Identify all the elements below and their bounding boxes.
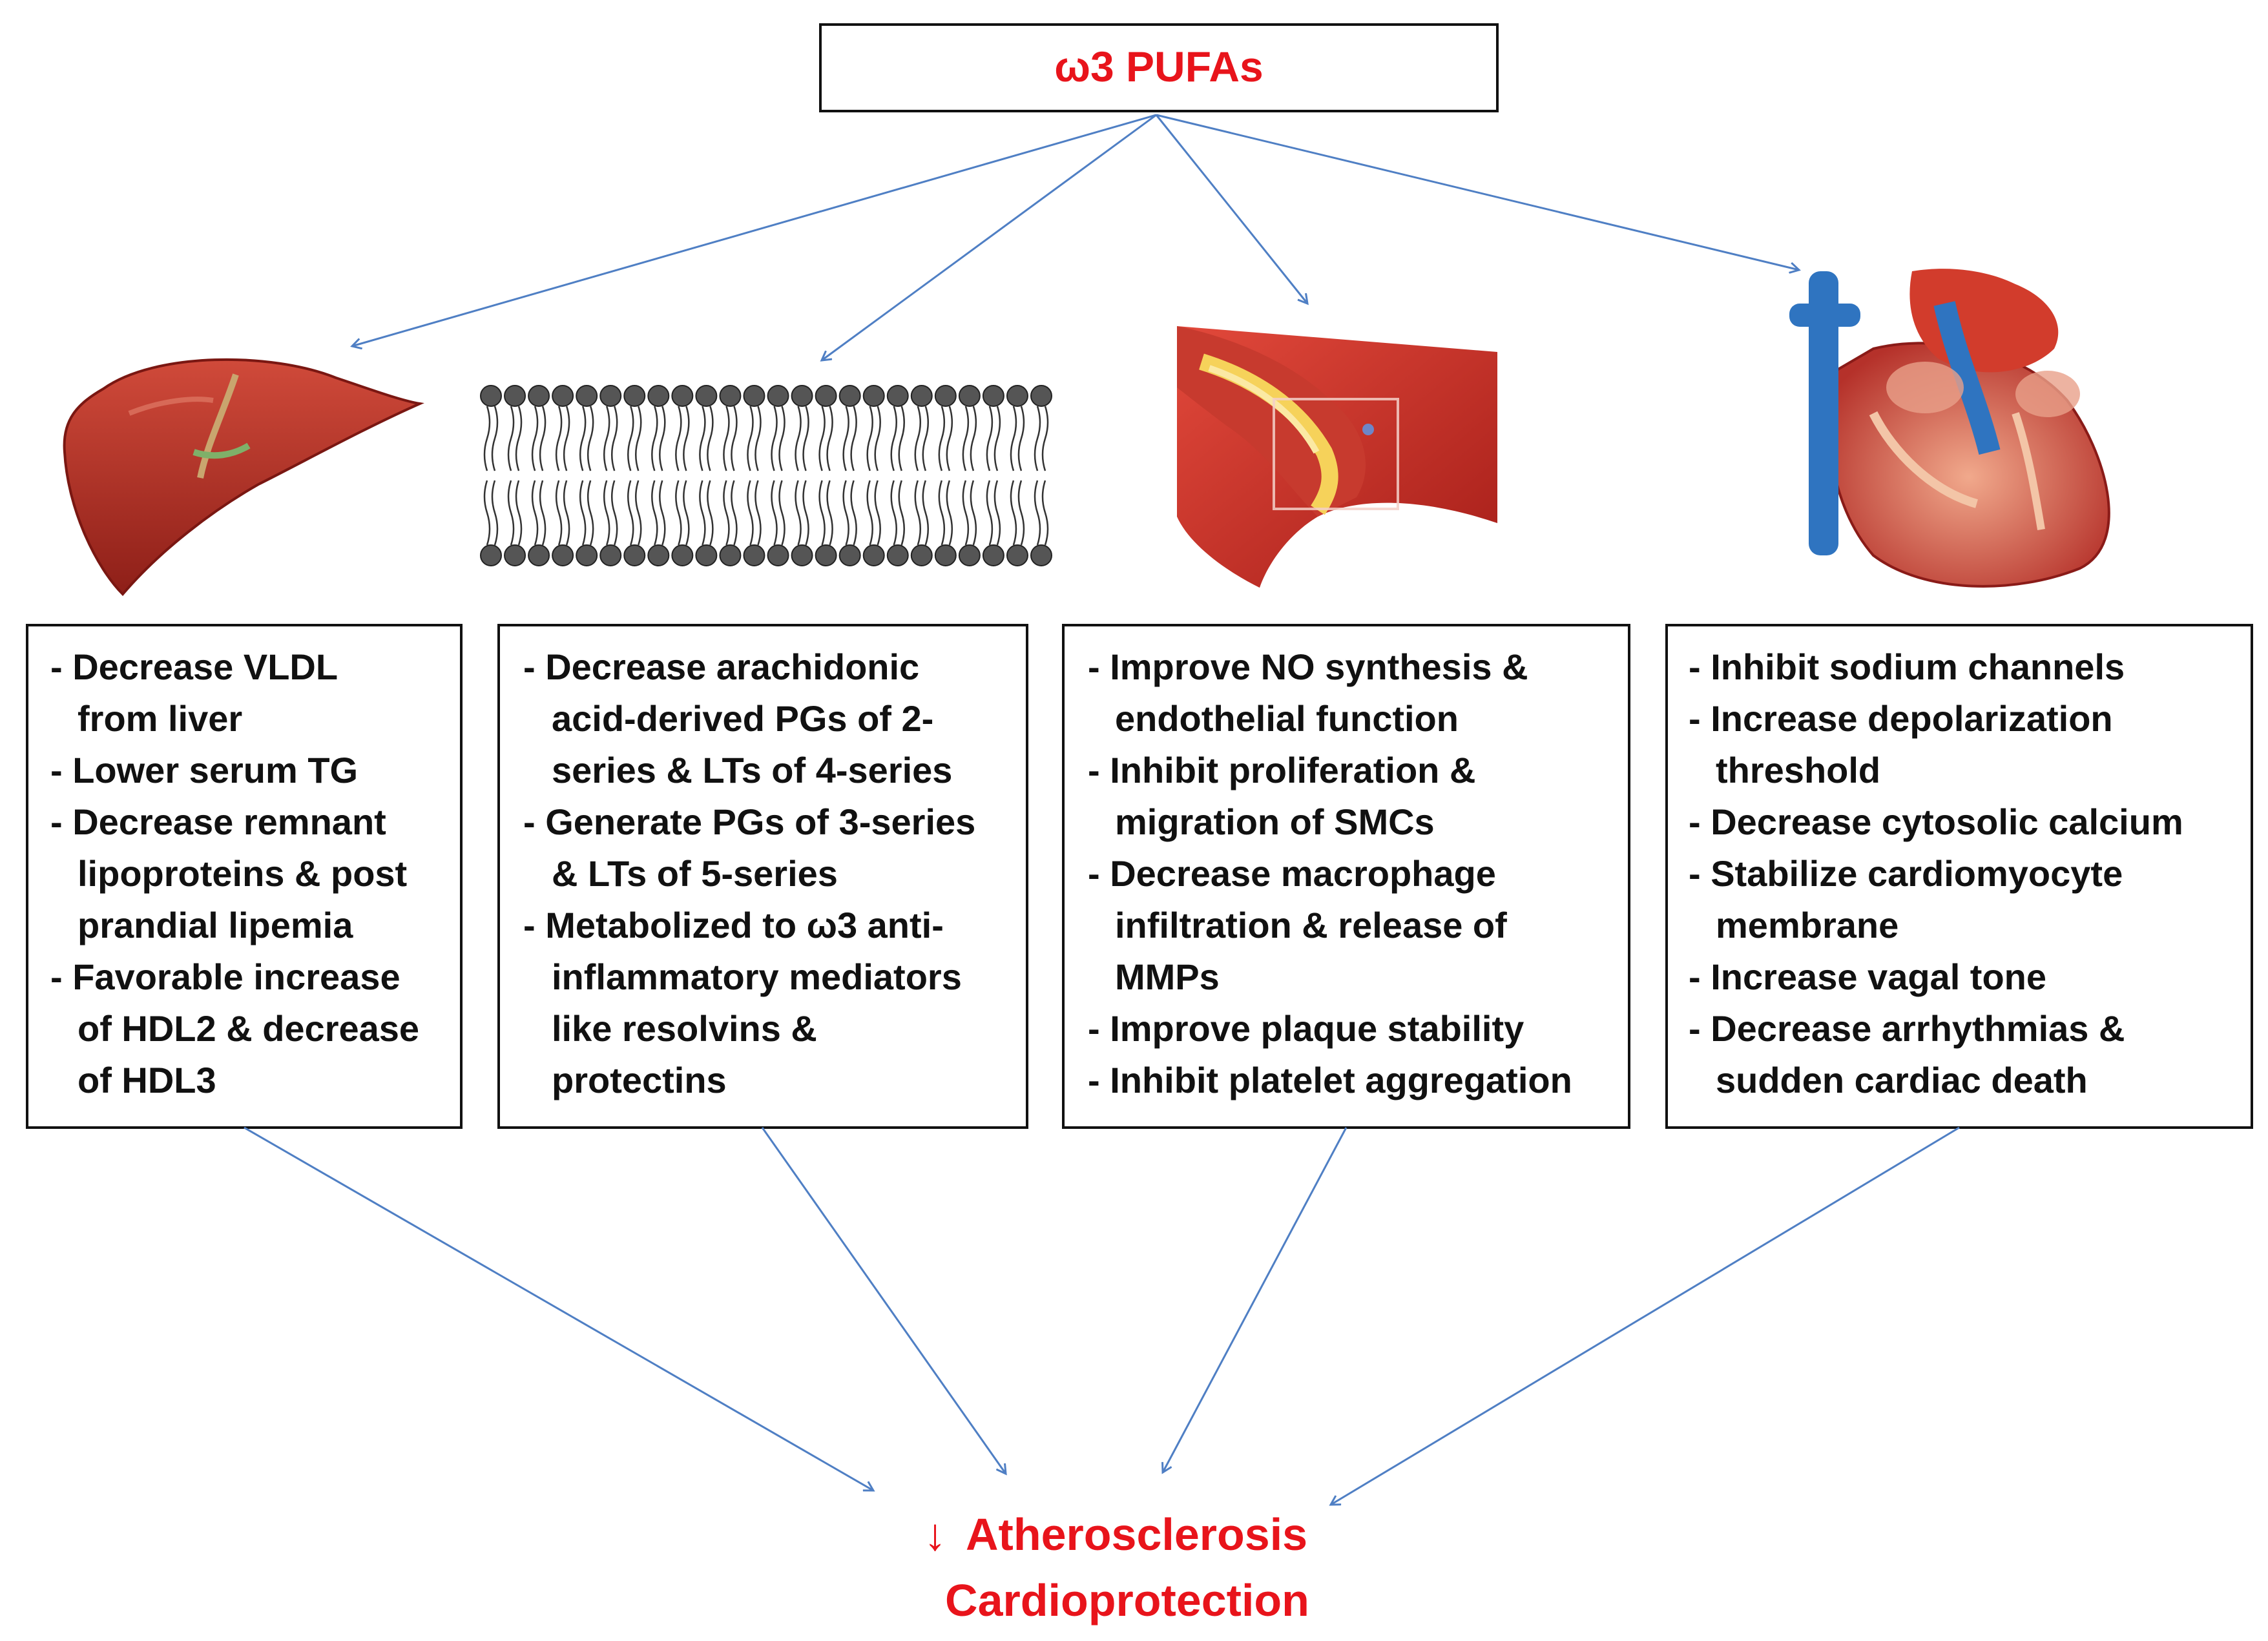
root-node: ω3 PUFAs [819, 23, 1499, 112]
panel-artery-line: - Improve NO synthesis & [1088, 646, 1528, 687]
arrow-liver-to-outcome [244, 1126, 873, 1491]
panel-artery-line: endothelial function [1115, 698, 1459, 739]
panel-artery-line: migration of SMCs [1115, 801, 1435, 842]
panel-artery-line: - Decrease macrophage [1088, 853, 1496, 894]
panel-membrane-line: protectins [552, 1060, 727, 1100]
outcome-line2: Cardioprotection [945, 1575, 1309, 1626]
panel-liver-line: prandial lipemia [78, 905, 353, 945]
panel-heart-line: - Decrease cytosolic calcium [1689, 801, 2183, 842]
panel-artery-line: - Inhibit proliferation & [1088, 750, 1475, 790]
root-box [819, 23, 1499, 112]
arrow-membrane-to-outcome [761, 1127, 1006, 1474]
panel-box-membrane [497, 624, 1028, 1129]
panel-heart-line: - Inhibit sodium channels [1689, 646, 2125, 687]
panel-membrane-line: like resolvins & [552, 1008, 817, 1049]
outcome-line1: Atherosclerosis [966, 1509, 1307, 1560]
panel-heart-line: - Stabilize cardiomyocyte [1689, 853, 2123, 894]
panel-heart-line: membrane [1716, 905, 1899, 945]
panel-box-liver [26, 624, 463, 1129]
panel-membrane-line: - Decrease arachidonic [523, 646, 919, 687]
panel-liver-line: of HDL3 [78, 1060, 216, 1100]
panel-heart-line: sudden cardiac death [1716, 1060, 2088, 1100]
root-label: ω3 PUFAs [1054, 43, 1264, 90]
panel-membrane-line: inflammatory mediators [552, 956, 962, 997]
panel-box-artery [1062, 624, 1630, 1129]
arrow-root-to-liver [352, 114, 1157, 346]
arrows-top [352, 114, 1799, 360]
panel-liver-line: of HDL2 & decrease [78, 1008, 419, 1049]
arrow-root-to-artery [1155, 114, 1307, 304]
panel-membrane-line: acid-derived PGs of 2- [552, 698, 933, 739]
outcome-arrow-glyph: ↓ [924, 1509, 946, 1560]
panel-heart-line: - Decrease arrhythmias & [1689, 1008, 2125, 1049]
panel-artery-line: - Inhibit platelet aggregation [1088, 1060, 1572, 1100]
panel-membrane-line: series & LTs of 4-series [552, 750, 952, 790]
panel-membrane-line: - Metabolized to ω3 anti- [523, 905, 944, 945]
panel-liver-line: lipoproteins & post [78, 853, 407, 894]
panel-liver-line: - Decrease remnant [50, 801, 386, 842]
artery-icon [1177, 326, 1497, 588]
panel-membrane-line: - Generate PGs of 3-series [523, 801, 975, 842]
panels: - Decrease VLDL from liver - Lower serum T… [26, 624, 2253, 1129]
panel-artery-line: infiltration & release of [1115, 905, 1507, 945]
panel-liver-line: from liver [78, 698, 242, 739]
panel-artery-line: - Improve plaque stability [1088, 1008, 1524, 1049]
arrow-heart-to-outcome [1331, 1126, 1960, 1505]
outcome-node: ↓ Atherosclerosis Cardioprotection [924, 1509, 1309, 1626]
panel-artery-line: MMPs [1115, 956, 1220, 997]
panel-heart-line: - Increase vagal tone [1689, 956, 2046, 997]
cell-membrane-icon [480, 385, 1052, 566]
panel-heart-line: - Increase depolarization [1689, 698, 2113, 739]
arrow-artery-to-outcome [1163, 1127, 1347, 1472]
panel-liver-line: - Decrease VLDL [50, 646, 338, 687]
panel-liver-line: - Lower serum TG [50, 750, 358, 790]
panel-heart-line: threshold [1716, 750, 1880, 790]
arrow-root-to-heart [1156, 114, 1799, 270]
arrow-root-to-membrane [822, 114, 1157, 360]
panel-liver-line: - Favorable increase [50, 956, 401, 997]
panel-membrane-line: & LTs of 5-series [552, 853, 838, 894]
heart-icon [1789, 269, 2110, 588]
liver-icon [63, 358, 424, 596]
arrows-bottom [244, 1126, 1960, 1505]
